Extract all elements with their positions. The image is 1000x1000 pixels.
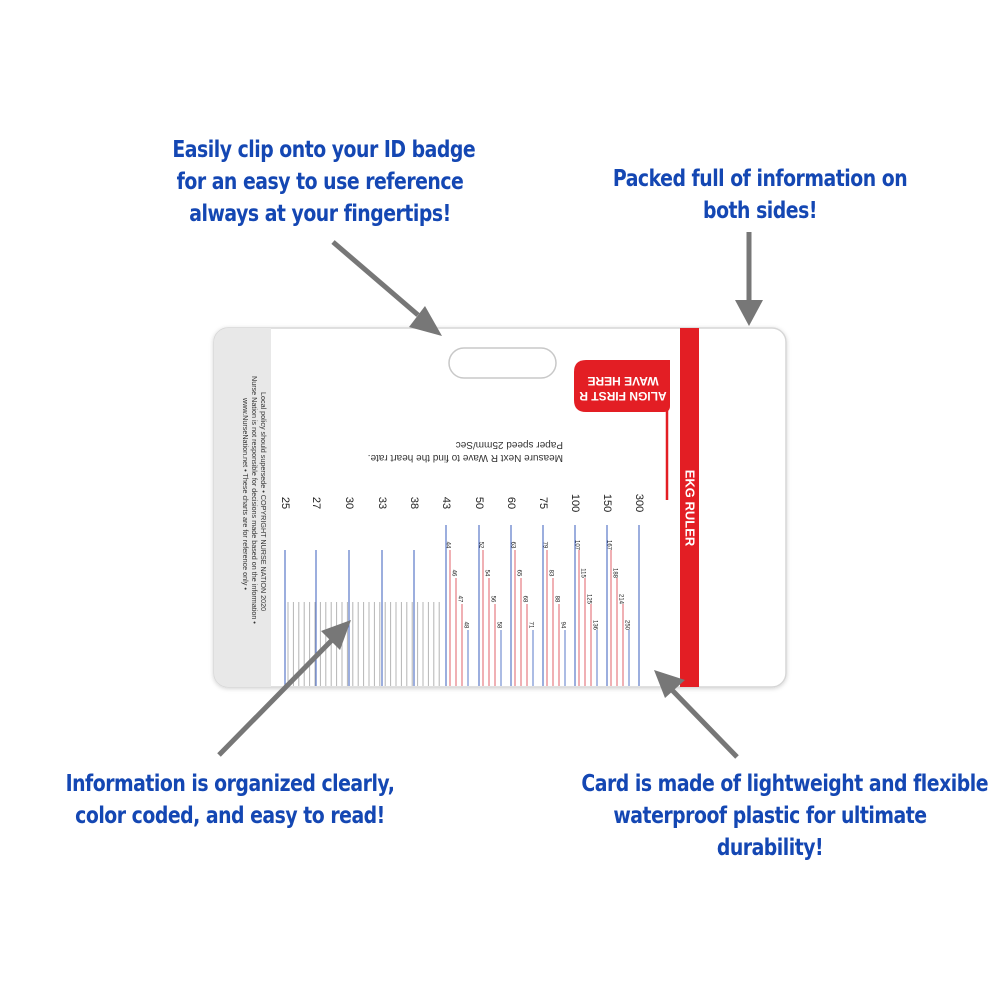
scale-fine-label: 63 (510, 542, 516, 549)
scale-label: 150 (601, 494, 613, 512)
badge-slot[interactable] (448, 347, 557, 379)
scale-fine-label: 125 (586, 594, 592, 605)
paper-speed-text: Paper speed 25mm/Sec (456, 439, 563, 450)
align-label: WAVE HERE (587, 374, 658, 388)
callout-both-sides: Packed full of information on both sides… (596, 163, 924, 227)
arrow-to-card-corner (654, 670, 739, 759)
scale-fine-label: 71 (528, 622, 534, 629)
scale-fine-label: 214 (618, 594, 624, 605)
scale-fine-label: 88 (554, 596, 560, 603)
scale-label: 27 (310, 497, 322, 509)
scale-fine-label: 44 (445, 542, 451, 549)
red-ruler-band (680, 328, 699, 687)
scale-label: 50 (473, 497, 485, 509)
scale-fine-label: 48 (463, 622, 469, 629)
callout-line: Packed full of information on (612, 166, 908, 192)
callout-durable: Card is made of lightweight and flexible… (581, 768, 989, 864)
scale-label: 25 (279, 497, 291, 509)
callout-organized: Information is organized clearly, color … (62, 768, 398, 832)
ruler-labels: 25 27 30 33 38 43 50 60 75 100 150 300 44 46 47 48 52 54 5… (279, 494, 645, 631)
align-label: ALIGN FIRST R (579, 389, 667, 403)
callout-line: for an easy to use reference (176, 169, 464, 195)
scale-label: 33 (376, 497, 388, 509)
scale-fine-label: 83 (548, 570, 554, 577)
callout-line: durability! (716, 835, 824, 861)
scale-fine-label: 188 (612, 568, 618, 579)
disclaimer-panel (214, 328, 271, 687)
scale-label: 300 (633, 494, 645, 512)
scale-label: 30 (343, 497, 355, 509)
scale-fine-label: 52 (478, 542, 484, 549)
disclaimer-line: Nurse Nation is not responsible for deci… (250, 376, 259, 624)
scale-fine-label: 115 (580, 568, 586, 578)
scale-fine-label: 58 (496, 622, 502, 629)
scale-fine-label: 65 (516, 570, 522, 577)
callout-line: Easily clip onto your ID badge (172, 137, 476, 163)
ruler-title: EKG RULER (683, 470, 698, 547)
align-flag (574, 360, 670, 412)
scale-label: 38 (408, 497, 420, 509)
scale-fine-label: 79 (542, 542, 548, 549)
scale-fine-label: 136 (592, 620, 598, 631)
arrow-to-scale (217, 620, 351, 757)
disclaimer-line: Local policy should supersede • COPYRIGH… (259, 392, 268, 611)
callout-line: always at your fingertips! (189, 201, 451, 227)
scale-fine-label: 47 (457, 596, 463, 603)
measure-instruction: Measure Next R Wave to find the heart ra… (368, 452, 563, 463)
scale-label: 43 (440, 497, 452, 509)
arrow-to-card-edge (735, 232, 763, 326)
arrow-to-slot (331, 240, 442, 336)
disclaimer-line: www.NurseNation.net • These charts are f… (241, 397, 250, 590)
scale-fine-label: 68 (522, 596, 528, 603)
callout-clip-badge: Easily clip onto your ID badge for an ea… (172, 134, 476, 230)
scale-fine-label: 250 (624, 620, 630, 631)
scale-fine-label: 56 (490, 596, 496, 603)
scale-label: 100 (569, 494, 581, 512)
scale-fine-label: 167 (606, 540, 612, 551)
callout-line: Card is made of lightweight and flexible (581, 771, 989, 797)
callout-line: both sides! (703, 198, 817, 224)
callout-line: waterproof plastic for ultimate (613, 803, 927, 829)
scale-fine-label: 94 (560, 622, 566, 629)
scale-fine-label: 54 (484, 570, 490, 577)
scale-fine-label: 46 (451, 570, 457, 577)
scale-fine-label: 107 (574, 540, 580, 551)
callout-line: Information is organized clearly, (65, 771, 395, 797)
scale-label: 75 (537, 497, 549, 509)
callout-line: color coded, and easy to read! (75, 803, 385, 829)
ekg-ruler-card (213, 327, 787, 688)
scale-label: 60 (505, 497, 517, 509)
